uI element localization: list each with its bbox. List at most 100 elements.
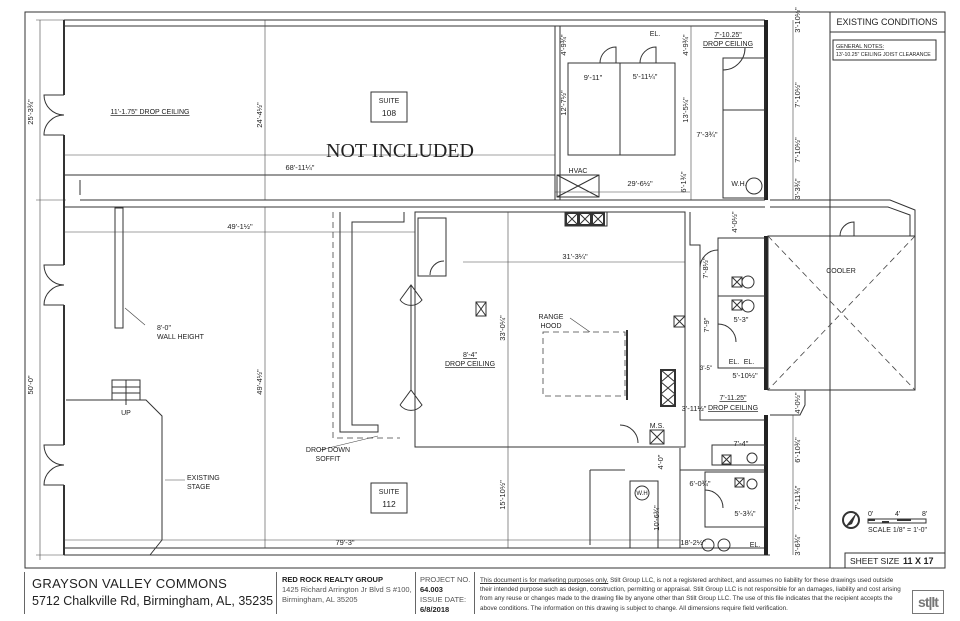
label-ne-height: 7'-10.25" [714,32,742,39]
project-no-label: PROJECT NO. [420,575,471,584]
scale-tick-4: 4' [895,511,900,518]
dimension: 3'-10½" [793,7,802,33]
dimension: 25'-3¾" [26,99,35,125]
project-no: 64.003 [420,585,443,594]
dimension: 5'-10½" [732,371,758,380]
label-ms: M.S. [650,423,664,430]
project-address: 5712 Chalkville Rd, Birmingham, AL, 3523… [32,594,274,608]
dimension: 4'-0½" [793,392,802,414]
suite-label: SUITE [379,98,400,105]
suite-number: 108 [382,108,396,118]
project-meta: PROJECT NO. 64.003 ISSUE DATE: 6/8/2018 [420,575,470,620]
label-range: RANGE [539,314,564,321]
dimension: 31'-3¼" [562,252,588,261]
range-hood-outline [542,331,626,397]
dimension: 4'-9¾" [681,34,690,56]
company-name: RED ROCK REALTY GROUP [282,575,383,584]
general-notes-text: 13'-10.25" CEILING JOIST CLEARANCE [836,52,931,58]
disclaimer-lead: This document is for marketing purposes … [480,577,609,584]
disclaimer-body: Stilt Group LLC, is not a registered arc… [480,577,901,612]
dimension: 79'-3" [335,538,354,547]
label-drop-down: DROP DOWN [306,447,350,454]
sheet-frame [24,11,946,569]
label-el: EL. [750,542,761,549]
sheet-size-value: 11 X 17 [903,556,934,566]
company-info: RED ROCK REALTY GROUP 1425 Richard Arrin… [282,575,412,620]
dimension: 7'-9" [702,317,711,332]
company-address-line-1: 1425 Richard Arrington Jr Blvd S #100, [282,585,412,594]
scale-tick-8: 8' [922,511,927,518]
suite-108-tag: SUITE 108 [370,91,408,123]
dimension: 49'-4½" [255,369,264,395]
dimension: 3'-3¾" [793,178,802,200]
dimension: 6'-1¾" [679,171,688,193]
dimension: 68'-11¼" [286,163,315,172]
label-e-height: 7'-11.25" [719,395,747,402]
general-notes-heading: GENERAL NOTES: [836,44,885,50]
suite-label: SUITE [379,489,400,496]
dimension: 7'-10½" [793,82,802,108]
project-name: GRAYSON VALLEY COMMONS [32,576,228,591]
label-kitchen-height: 8'-4" [463,352,477,359]
label-up: UP [121,410,131,417]
disclaimer: This document is for marketing purposes … [480,576,905,621]
dimension: 18'-2½" [680,538,706,547]
label-drop-ceiling-west: 11'-1.75" DROP CEILING [110,109,189,116]
label-ne-ceiling: DROP CEILING [703,41,753,48]
dimensions: 25'-3¾" 50'-0" 24'-4½" 68'-11¼" 49'-1½" … [26,7,802,556]
label-hvac: HVAC [569,168,588,175]
dimension: 7'-11¾" [793,485,802,510]
label-existing: EXISTING [187,475,220,482]
sheet-size-label: SHEET SIZE [850,556,900,566]
suite-number: 112 [382,499,396,509]
dimension: 7'-10½" [793,137,802,163]
suite-112-tag: SUITE 112 [370,482,408,514]
dimension: 7'-4" [734,439,749,448]
label-el: EL. [650,31,661,38]
label-wh-north: W.H. [731,181,746,188]
dimension: 12'-7½" [559,90,568,116]
stilt-logo: st|lt [912,590,944,614]
not-included-overlay: NOT INCLUDED [326,140,474,162]
label-el: EL. [744,359,755,366]
label-kitchen-ceiling: DROP CEILING [445,361,495,368]
issue-date-label: ISSUE DATE: [420,595,467,604]
issue-date: 6/8/2018 [420,605,450,614]
label-hood: HOOD [541,323,562,330]
dimension: 7'-8½" [701,257,710,279]
dimension: 5'-3" [734,315,749,324]
project-info: GRAYSON VALLEY COMMONS 5712 Chalkville R… [32,576,273,621]
dimension: 3'-11½" [682,404,707,413]
sheet-title: EXISTING CONDITIONS [836,17,937,27]
dimension: 4'-9¾" [559,34,568,56]
label-wall-height-value: 8'-0" [157,325,171,332]
dimension: 33'-0¼" [498,315,507,341]
scale-tick-0: 0' [868,511,873,518]
sheet-size-box: SHEET SIZE 11 X 17 [844,552,946,569]
room-labels: 11'-1.75" DROP CEILING 8'-4" DROP CEILIN… [110,31,855,549]
dimension: 13'-5¼" [681,97,690,123]
dimension: 5'-11¼" [633,72,658,81]
walls [36,19,916,560]
exhaust-fans [565,212,605,226]
dimension: 6'-0¾" [689,479,711,488]
dimension: 4'-0" [656,454,665,469]
dimension: 3'-6¾" [793,534,802,556]
label-el: EL. [729,359,740,366]
dimension: 5'-3¾" [734,509,756,518]
dimension: 24'-4½" [255,102,264,128]
label-e-ceiling: DROP CEILING [708,405,758,412]
dimension: 6'-10¾" [793,437,802,463]
scale-text: SCALE 1/8" = 1'-0" [868,527,928,534]
company-address-line-2: Birmingham, AL 35205 [282,595,358,604]
dimension: 7'-3¾" [696,130,718,139]
dimension: 15'-10½" [498,480,507,510]
scale-bar: 0' 4' 8' SCALE 1/8" = 1'-0" [867,511,928,534]
dimension: 50'-0" [26,375,35,394]
dimension: 9'-11" [584,73,603,82]
dimension: 10'-6¾" [652,505,661,531]
general-notes-box: GENERAL NOTES: 13'-10.25" CEILING JOIST … [832,39,937,61]
dimension: 49'-1½" [227,222,253,231]
dimension: 3'-5" [700,366,712,372]
